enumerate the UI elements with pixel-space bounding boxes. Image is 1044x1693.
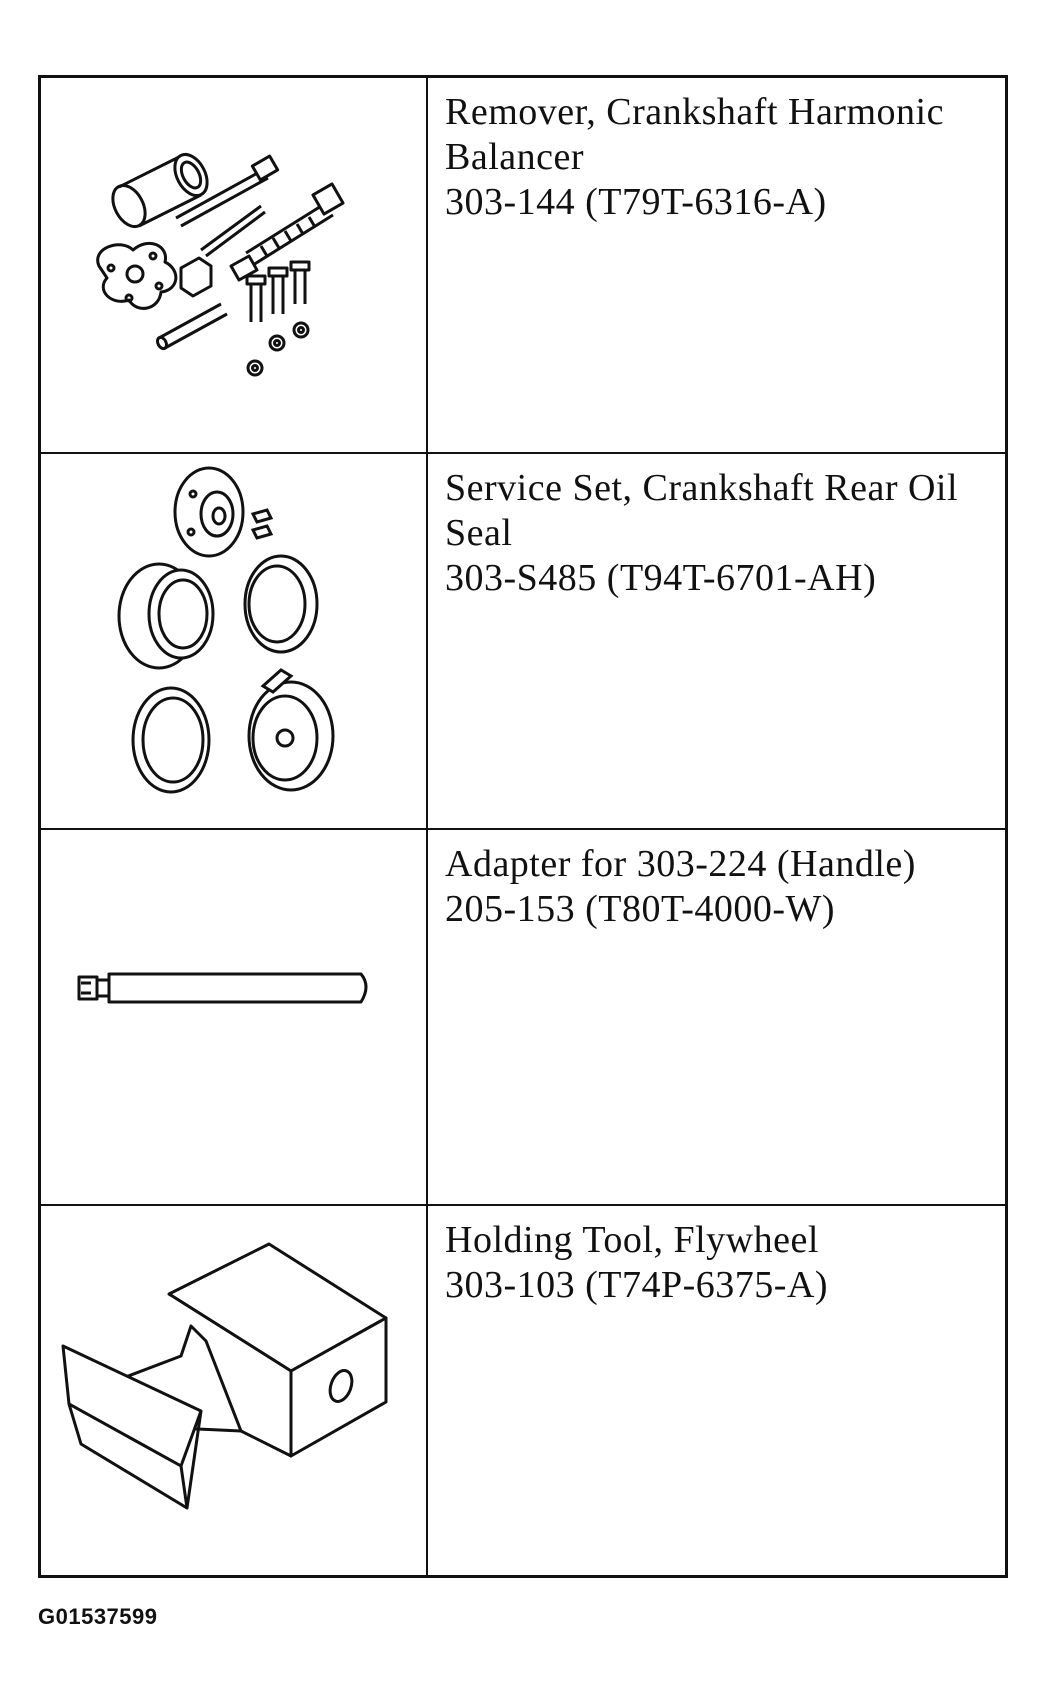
- tool-name-line: Balancer: [445, 136, 585, 178]
- tool-part-number: 303-S485 (T94T-6701-AH): [445, 557, 877, 599]
- special-tools-table: Remover, Crankshaft Harmonic Balancer 30…: [38, 75, 1008, 1578]
- rear-oil-seal-service-set-illustration: [117, 466, 335, 794]
- tool-description-cell: Adapter for 303-224 (Handle) 205-153 (T8…: [428, 830, 1005, 1206]
- figure-id: G01537599: [38, 1604, 158, 1629]
- tool-part-number: 303-103 (T74P-6375-A): [445, 1264, 829, 1306]
- tool-illustration-cell: [41, 830, 428, 1206]
- tool-part-number: 205-153 (T80T-4000-W): [445, 888, 836, 930]
- tool-name-line: Seal: [445, 512, 513, 554]
- tool-name-line: Adapter for 303-224 (Handle): [445, 843, 916, 885]
- tool-part-number: 303-144 (T79T-6316-A): [445, 181, 827, 223]
- handle-adapter-illustration: [77, 972, 368, 1004]
- flywheel-holding-tool-illustration: [61, 1242, 388, 1510]
- tool-name-line: Remover, Crankshaft Harmonic: [445, 91, 944, 133]
- tool-name-line: Service Set, Crankshaft Rear Oil: [445, 467, 959, 509]
- tool-name-line: Holding Tool, Flywheel: [445, 1219, 819, 1261]
- tool-illustration-cell: [41, 78, 428, 454]
- tool-illustration-cell: [41, 454, 428, 830]
- tool-description-cell: Holding Tool, Flywheel 303-103 (T74P-637…: [428, 1206, 1005, 1575]
- harmonic-balancer-remover-kit-illustration: [96, 152, 345, 377]
- tool-description-cell: Remover, Crankshaft Harmonic Balancer 30…: [428, 78, 1005, 454]
- tool-description-cell: Service Set, Crankshaft Rear Oil Seal 30…: [428, 454, 1005, 830]
- tool-illustration-cell: [41, 1206, 428, 1575]
